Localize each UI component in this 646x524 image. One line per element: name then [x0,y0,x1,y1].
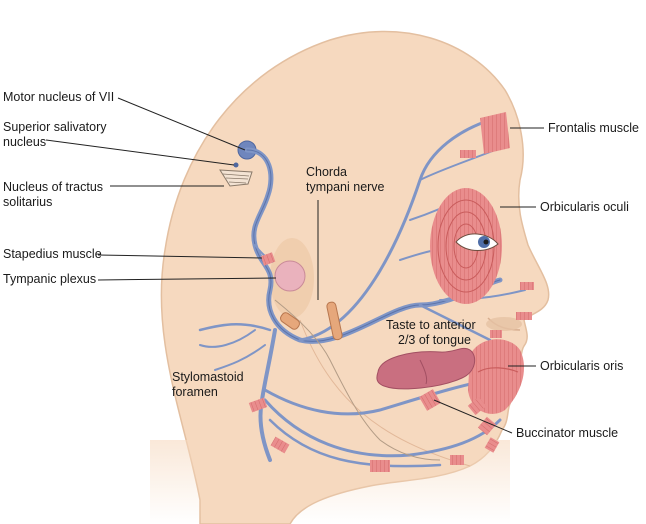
label-frontalis: Frontalis muscle [548,121,639,135]
muscle-patch [477,416,497,436]
stapedius-muscle [260,252,276,266]
label-buccinator: Buccinator muscle [516,426,619,440]
chorda-tympani-path [274,299,441,461]
label-chorda-1: Chorda [306,165,347,179]
label-motor-nucleus: Motor nucleus of VII [3,90,115,104]
muscle-patch [270,436,290,454]
label-stapedius: Stapedius muscle [3,247,102,261]
muscle-patch [248,397,268,413]
label-tympanic: Tympanic plexus [3,272,97,286]
facial-nerve-branches [198,118,526,468]
leader-lines [45,97,544,434]
muscle-patch [484,437,500,453]
muscle-patch [460,150,476,158]
label-orbicularis-oris: Orbicularis oris [540,359,624,373]
label-chorda-2: tympani nerve [306,180,385,194]
ossicle-1 [280,312,300,330]
ossicle-2 [326,301,343,341]
label-stylomastoid-2: foramen [172,385,218,399]
tympanic-plexus [274,260,306,292]
orbicularis-oculi-shape [430,188,502,304]
muscle-patch [520,282,534,290]
muscle-patch [516,312,532,320]
label-superior-salivatory-2: nucleus [3,135,47,149]
label-superior-salivatory-1: Superior salivatory [3,120,107,134]
frontalis-muscle-shape [480,112,510,154]
muscle-patch [370,460,390,472]
muscle-patch [467,396,487,416]
label-orbicularis-oculi: Orbicularis oculi [540,200,629,214]
label-taste-1: Taste to anterior [386,318,476,332]
tongue [376,347,476,390]
label-nucleus-tractus-2: solitarius [3,195,53,209]
muscle-patch [450,455,464,465]
label-nucleus-tractus-1: Nucleus of tractus [3,180,104,194]
superior-salivatory-nucleus-dot [233,162,239,168]
buccinator-muscle-shape [419,389,441,411]
muscle-patch [490,330,502,338]
label-taste-2: 2/3 of tongue [398,333,471,347]
label-stylomastoid-1: Stylomastoid [172,370,244,384]
orbicularis-oris-shape [468,339,525,414]
